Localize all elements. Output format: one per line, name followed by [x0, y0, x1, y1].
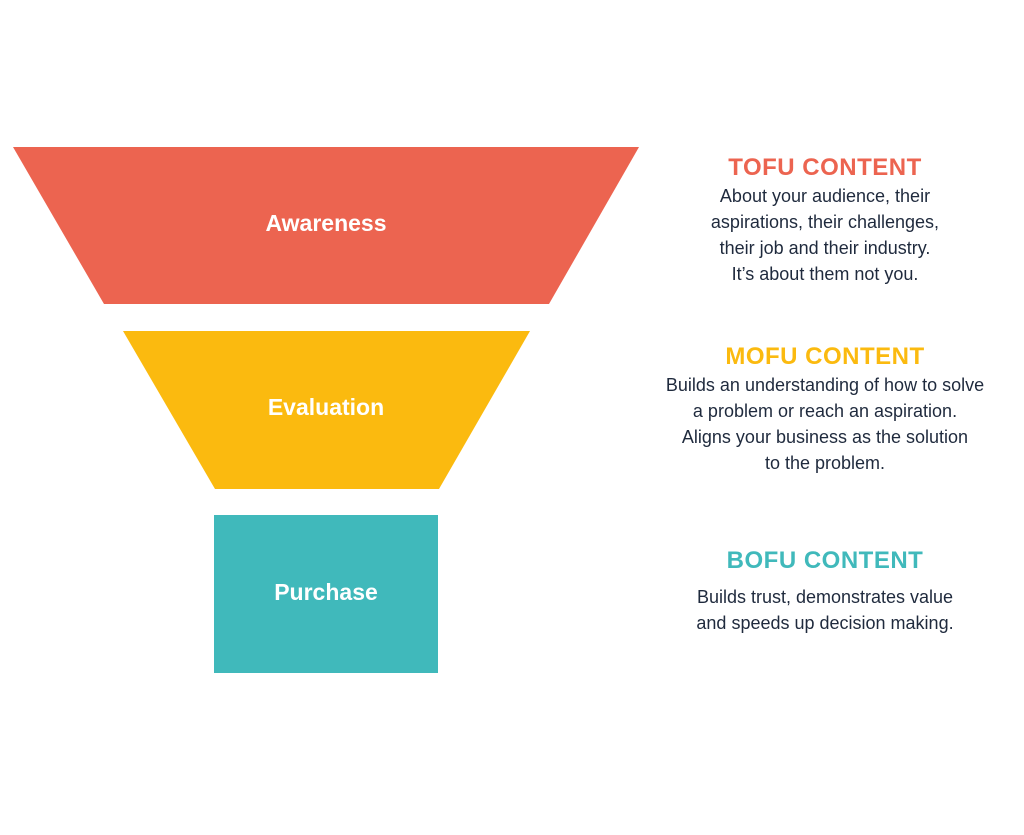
purchase-stage-shape — [214, 515, 438, 673]
tofu-content-block: TOFU CONTENT About your audience, their … — [625, 153, 1024, 287]
purchase-stage-label: Purchase — [274, 579, 378, 605]
tofu-content-heading: TOFU CONTENT — [728, 154, 922, 181]
bofu-content-line: Builds trust, demonstrates value — [696, 587, 954, 607]
tofu-content-line: aspirations, their challenges, — [710, 212, 940, 232]
bofu-content-heading: BOFU CONTENT — [726, 547, 924, 574]
tofu-content-line: their job and their industry. — [719, 238, 931, 258]
mofu-content-line: to the problem. — [764, 453, 886, 473]
evaluation-stage-shape — [123, 331, 530, 489]
mofu-content-line: a problem or reach an aspiration. — [692, 401, 958, 421]
tofu-content-line: It’s about them not you. — [731, 264, 919, 284]
mofu-content-heading: MOFU CONTENT — [725, 343, 925, 370]
evaluation-stage-label: Evaluation — [268, 394, 384, 420]
mofu-content-line: Aligns your business as the solution — [681, 427, 969, 447]
mofu-content-line: Builds an understanding of how to solve — [665, 375, 985, 395]
tofu-content-line: About your audience, their — [719, 186, 931, 206]
bofu-content-line: and speeds up decision making. — [696, 613, 954, 633]
awareness-stage-label: Awareness — [265, 210, 386, 236]
awareness-stage-shape — [13, 147, 639, 304]
mofu-content-block: MOFU CONTENT Builds an understanding of … — [625, 342, 1024, 476]
bofu-content-block: BOFU CONTENT Builds trust, demonstrates … — [625, 546, 1024, 636]
